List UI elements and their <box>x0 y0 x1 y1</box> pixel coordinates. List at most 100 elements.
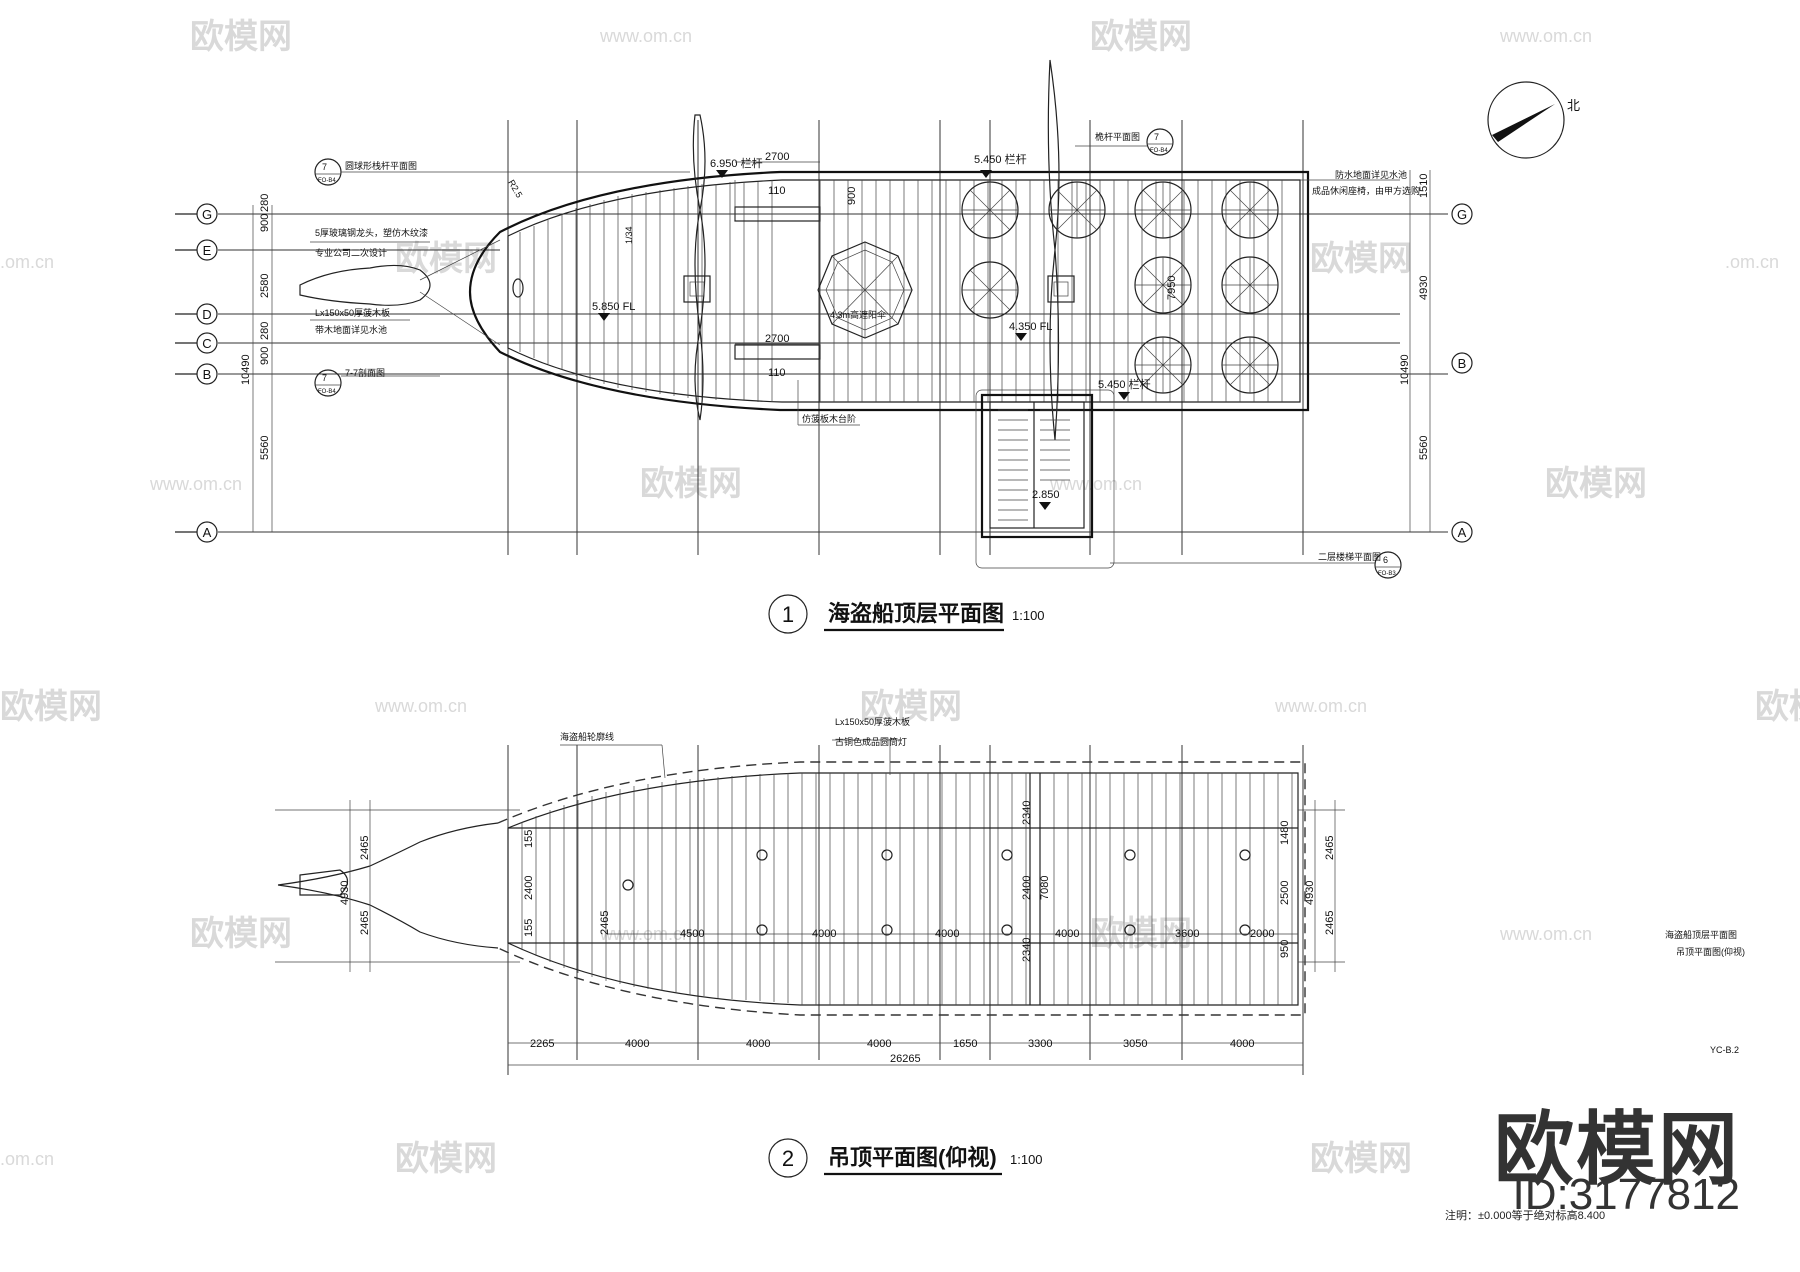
dim-label: 2465 <box>599 911 611 935</box>
dim-label: 110 <box>768 185 786 197</box>
dim-label: 4930 <box>1304 881 1316 905</box>
drawing-number: 1 <box>782 602 794 627</box>
watermark-brand: 欧模网 <box>190 18 292 56</box>
plan-1-annotations: 7 FO-B4 圆球形栈杆平面图 5厚玻璃钢龙头，塑仿木纹漆 专业公司二次设计 … <box>310 128 1420 579</box>
dim-label: 2580 <box>259 274 271 298</box>
dim-label: 280 <box>259 322 271 340</box>
watermark-brand: 欧模网 <box>190 915 292 953</box>
dim-label: 2000 <box>1250 928 1274 940</box>
dim-total: 26265 <box>890 1053 921 1065</box>
axis-label: B <box>203 367 212 382</box>
brand-logo: 欧模网 <box>1494 1105 1740 1194</box>
plan-1-umbrellas <box>961 181 1279 394</box>
downlight-icon <box>622 879 634 891</box>
side-note: 海盗船顶层平面图 <box>1665 929 1737 940</box>
level-label: 5.850 FL <box>592 301 635 313</box>
umbrella-icon <box>961 261 1019 319</box>
footnote: 注明：±0.000等于绝对标高8.400 <box>1445 1210 1606 1222</box>
dim-label: 2400 <box>1021 876 1033 900</box>
downlight-icon <box>1001 924 1013 936</box>
watermarks: 欧模网 www.om.cn 欧模网 www.om.cn .om.cn 欧模网 欧… <box>0 18 1800 1178</box>
dim-label: 5560 <box>1418 436 1430 460</box>
umbrella-icon <box>1221 181 1279 239</box>
note-text: 专业公司二次设计 <box>315 247 387 258</box>
watermark-url: www.om.cn <box>1274 696 1367 716</box>
detail-callout <box>1374 551 1402 579</box>
dim-label: 2700 <box>765 151 789 163</box>
axis-label: A <box>1458 525 1467 540</box>
north-label: 北 <box>1567 98 1580 113</box>
dim-label: 4000 <box>1055 928 1079 940</box>
level-label: 2.850 <box>1032 489 1060 501</box>
downlight-icon <box>1239 849 1251 861</box>
plan-1-right-dimensions: 1510 4930 10490 5560 <box>1399 170 1431 532</box>
axis-label: C <box>202 336 211 351</box>
dim-label: 4000 <box>867 1038 891 1050</box>
note-text: 成品休闲座椅，由甲方选购 <box>1312 185 1420 196</box>
dim-label: 2400 <box>523 876 535 900</box>
dim-label: 4000 <box>935 928 959 940</box>
watermark-brand: 欧模网 <box>1090 18 1192 56</box>
note-text: 二层楼梯平面图 <box>1318 551 1381 562</box>
plan-1-stair-tower <box>975 389 1115 569</box>
detail-callout <box>314 369 342 397</box>
downlight-icon <box>756 924 768 936</box>
plan-1-top-floor: G E D C B A G B A 900 280 2580 <box>175 59 1580 634</box>
watermark-url: www.om.cn <box>1499 924 1592 944</box>
note-text: 1/34 <box>624 226 634 244</box>
downlight-icon <box>1124 924 1136 936</box>
plan-1-axis-lines <box>175 213 1448 533</box>
dim-label: 900 <box>259 347 271 365</box>
watermark-brand: 欧模网 <box>1755 688 1800 726</box>
callout-number: 7 <box>1154 132 1159 142</box>
level-marker-icon <box>716 170 728 178</box>
callout-number: 7 <box>322 162 327 172</box>
umbrella-icon <box>1134 181 1192 239</box>
umbrella-icon <box>961 181 1019 239</box>
callout-number: 7 <box>322 373 327 383</box>
downlight-icon <box>881 924 893 936</box>
dim-label: 2700 <box>765 333 789 345</box>
callout-number: 6 <box>1383 555 1388 565</box>
note-text: Lx150x50厚菠木板 <box>315 307 390 318</box>
axis-label: A <box>203 525 212 540</box>
level-marker-icon <box>1039 502 1051 510</box>
watermark-url: www.om.cn <box>1049 474 1142 494</box>
level-label: 4.350 FL <box>1009 321 1052 333</box>
plan-2-inner-dimensions: 155 2400 155 2340 2400 7080 2340 2465 45… <box>523 801 1298 962</box>
watermark-brand: 欧模网 <box>640 465 742 503</box>
level-marker-icon <box>1015 333 1027 341</box>
note-text: 圆球形栈杆平面图 <box>345 160 417 171</box>
dim-label: 110 <box>768 367 786 379</box>
level-marker-icon <box>980 170 992 178</box>
dim-label: 155 <box>523 919 535 937</box>
callout-sheet: FO-B4 <box>318 178 336 184</box>
dim-label: 7080 <box>1039 876 1051 900</box>
dim-label: 2465 <box>1324 836 1336 860</box>
dim-label: 1510 <box>1418 174 1430 198</box>
callout-sheet: FO-B3 <box>1378 571 1396 577</box>
detail-callout <box>1146 128 1174 156</box>
note-text: 带木地面详见水池 <box>315 324 387 335</box>
watermark-brand: 欧模网 <box>395 1140 497 1178</box>
umbrella-icon <box>1221 336 1279 394</box>
drawing-title: 吊顶平面图(仰视) <box>828 1145 997 1170</box>
watermark-url: .om.cn <box>1725 252 1779 272</box>
plan-1-inner-dimensions: 2700 2700 110 110 900 7950 <box>735 151 1178 379</box>
plan-1-left-dimensions: 900 280 2580 280 900 10490 5560 <box>240 194 273 532</box>
dim-label: 900 <box>846 187 858 205</box>
dim-label: 3600 <box>1175 928 1199 940</box>
north-arrow-icon: 北 <box>1487 81 1580 159</box>
note-text: R2.5 <box>506 178 524 199</box>
side-note: 吊顶平面图(仰视) <box>1676 946 1745 957</box>
watermark-brand: 欧模网 <box>860 688 962 726</box>
umbrella-icon <box>1048 181 1106 239</box>
plan-1-levels: 6.950 栏杆 5.850 FL 4.350 FL 5.450 栏杆 5.45… <box>592 152 1151 510</box>
note-text: Lx150x50厚菠木板 <box>835 716 910 727</box>
note-text: 7-7剖面图 <box>345 367 385 378</box>
downlight-icon <box>756 849 768 861</box>
dim-label: 2340 <box>1021 801 1033 825</box>
plan-2-side-dimensions: 2465 4930 2465 2465 4930 2465 1480 2500 … <box>275 800 1345 972</box>
dim-label: 900 <box>259 214 271 232</box>
